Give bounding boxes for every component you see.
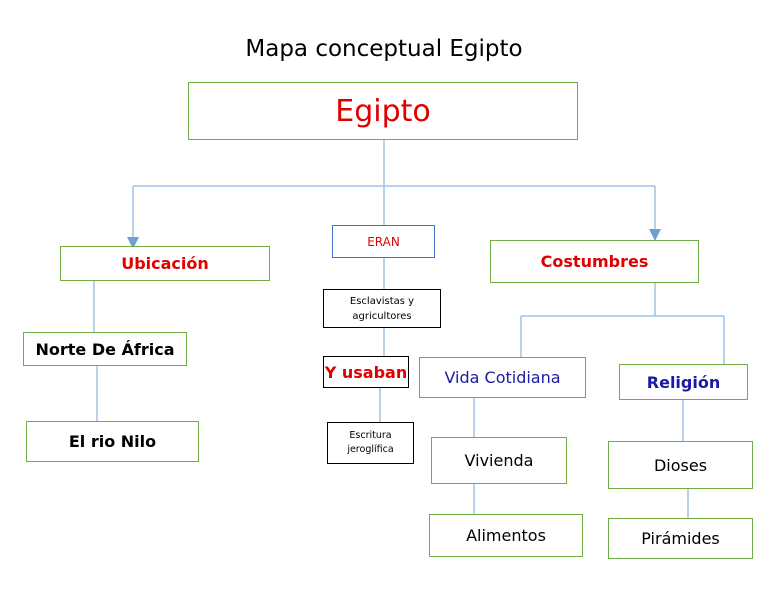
node-y-usaban: Y usaban <box>323 356 409 388</box>
node-ubicacion: Ubicación <box>60 246 270 281</box>
node-norte-de-africa: Norte De África <box>23 332 187 366</box>
node-el-rio-nilo: El rio Nilo <box>26 421 199 462</box>
node-vivienda: Vivienda <box>431 437 567 484</box>
diagram-title: Mapa conceptual Egipto <box>245 36 523 62</box>
node-escritura-jeroglifica: Escritura jeroglífica <box>327 422 414 464</box>
node-egipto: Egipto <box>188 82 578 140</box>
node-costumbres: Costumbres <box>490 240 699 283</box>
node-eran: ERAN <box>332 225 435 258</box>
node-vida-cotidiana: Vida Cotidiana <box>419 357 586 398</box>
node-piramides: Pirámides <box>608 518 753 559</box>
node-religion: Religión <box>619 364 748 400</box>
node-alimentos: Alimentos <box>429 514 583 557</box>
node-dioses: Dioses <box>608 441 753 489</box>
node-esclavistas-agricultores: Esclavistas y agricultores <box>323 289 441 328</box>
